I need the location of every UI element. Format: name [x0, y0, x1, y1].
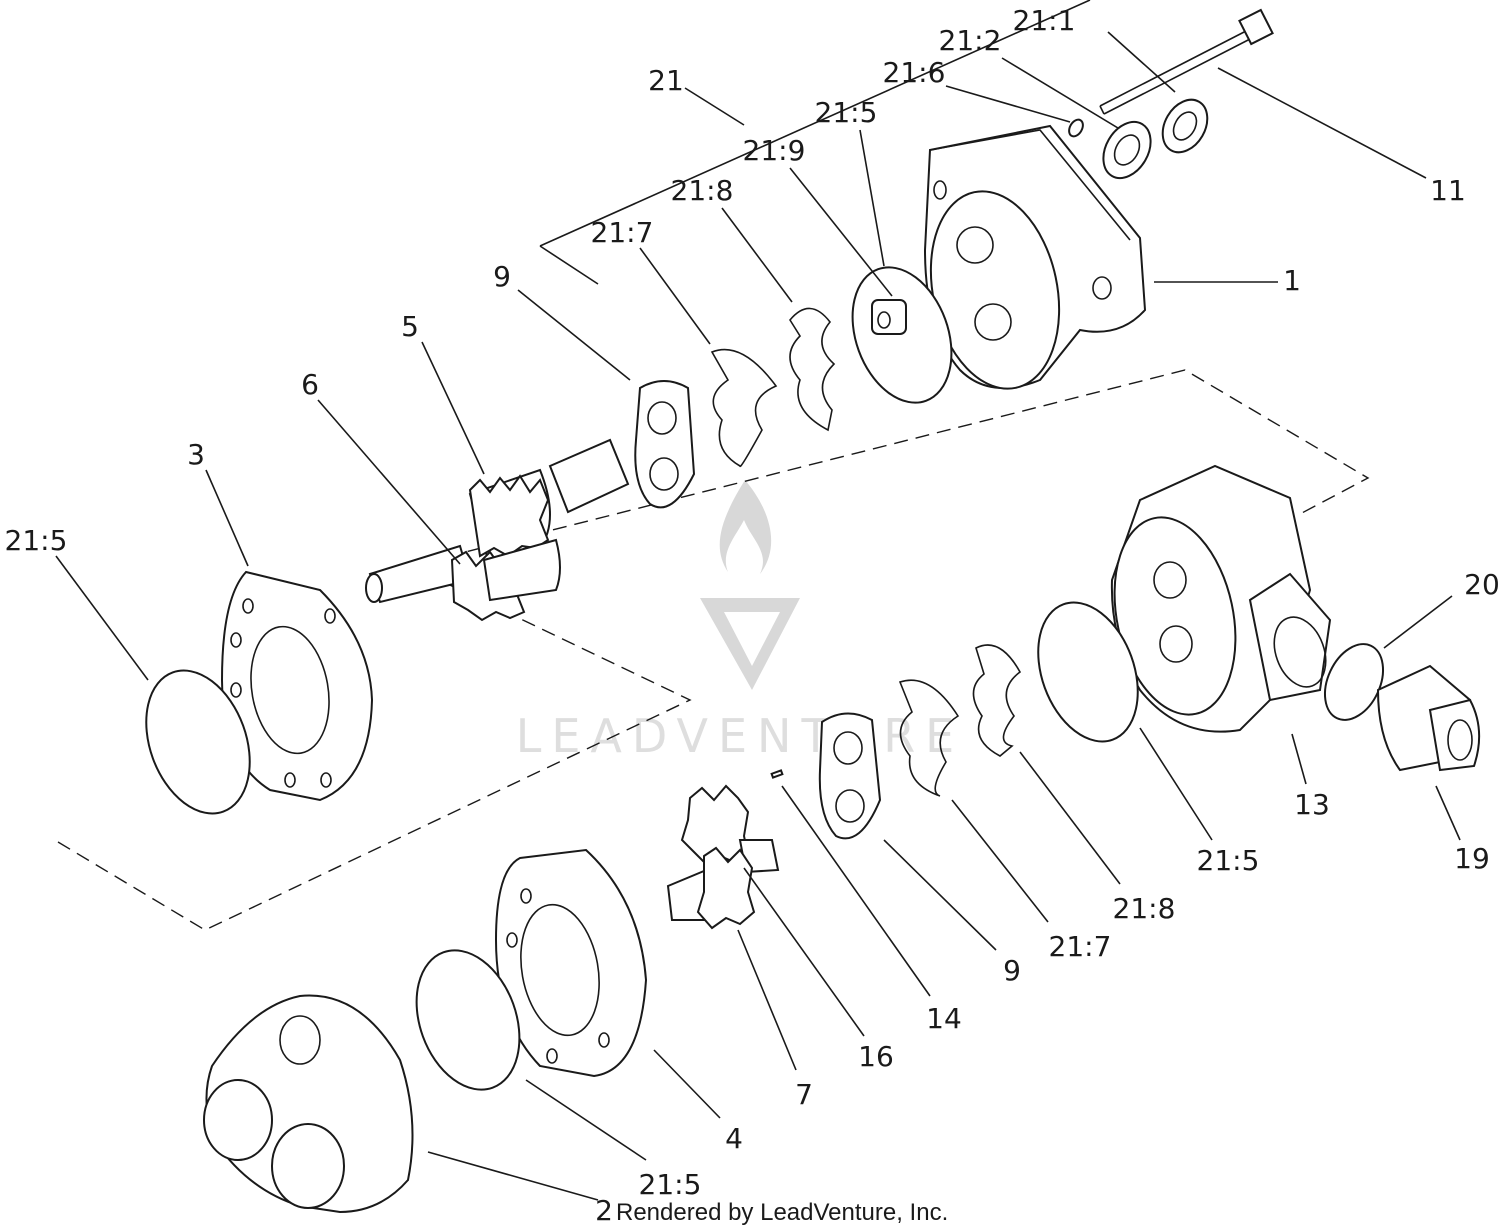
boss-21-9: [871, 299, 907, 335]
washer-21-2: [1102, 120, 1152, 180]
watermark-text: LEADVENTURE: [516, 709, 965, 763]
callout-9-top: 9: [493, 260, 511, 293]
callout-14: 14: [926, 1002, 962, 1035]
wire-seal-21-8-lower: [972, 644, 1022, 757]
callout-21-9: 21:9: [743, 134, 806, 167]
callout-labels: 21:1 21:2 21:6 21 21:5 21:9 21:8 21:7 9 …: [5, 4, 1500, 1227]
key-part-14: [770, 769, 784, 779]
callout-21-7-top: 21:7: [591, 216, 654, 249]
fitting-part-19: [1376, 664, 1481, 772]
callout-21-8-lower: 21:8: [1113, 892, 1176, 925]
callout-21-2: 21:2: [939, 24, 1002, 57]
callout-9-lower: 9: [1003, 954, 1021, 987]
callout-13: 13: [1294, 788, 1330, 821]
front-housing-part-1: [923, 124, 1147, 390]
wear-plate-part-9-lower: [818, 712, 882, 840]
gear-part-7: [666, 846, 756, 930]
callout-6: 6: [301, 368, 319, 401]
wire-seal-21-8-upper: [789, 307, 836, 432]
render-credit: Rendered by LeadVenture, Inc.: [616, 1199, 948, 1226]
body-plate-part-4: [494, 848, 648, 1078]
callout-21-6: 21:6: [883, 56, 946, 89]
wire-seal-21-7-upper: [710, 348, 778, 468]
watermark-logo: [700, 480, 800, 690]
callout-20: 20: [1464, 568, 1500, 601]
callout-21-7-lower: 21:7: [1049, 930, 1112, 963]
leader-lines: [55, 31, 1461, 1201]
wear-plate-part-9-upper: [634, 380, 696, 509]
seal-21-5-lower-left: [415, 949, 521, 1091]
callout-21: 21: [648, 64, 684, 97]
driven-gear-part-6: [365, 538, 561, 622]
callout-7: 7: [795, 1078, 813, 1111]
drive-gear-part-5: [468, 438, 630, 562]
wire-seal-21-7-lower: [898, 679, 960, 797]
callout-16: 16: [858, 1040, 894, 1073]
washer-21-1: [1161, 98, 1209, 154]
callout-21-8-top: 21:8: [671, 174, 734, 207]
end-cover-part-2: [203, 994, 414, 1214]
callout-21-5-bottom: 21:5: [639, 1168, 702, 1201]
seal-21-5-left: [145, 669, 251, 815]
callout-5: 5: [401, 310, 419, 343]
ring-21-6: [1068, 118, 1084, 138]
callout-4: 4: [725, 1122, 743, 1155]
callout-11: 11: [1430, 174, 1466, 207]
kit-bracket: [539, 0, 1091, 247]
callout-21-1: 21:1: [1013, 4, 1076, 37]
callout-21-5-top: 21:5: [815, 96, 878, 129]
callout-2: 2: [595, 1194, 613, 1227]
body-plate-part-3: [220, 570, 374, 802]
callout-19: 19: [1454, 842, 1490, 875]
callout-1: 1: [1283, 264, 1301, 297]
rear-housing-part-13: [1110, 464, 1332, 733]
callout-21-5-left: 21:5: [5, 524, 68, 557]
bolt-part-11: [1099, 8, 1274, 115]
seal-21-5-lower-right: [1037, 601, 1139, 743]
callout-3: 3: [187, 438, 205, 471]
callout-21-5-right: 21:5: [1197, 844, 1260, 877]
